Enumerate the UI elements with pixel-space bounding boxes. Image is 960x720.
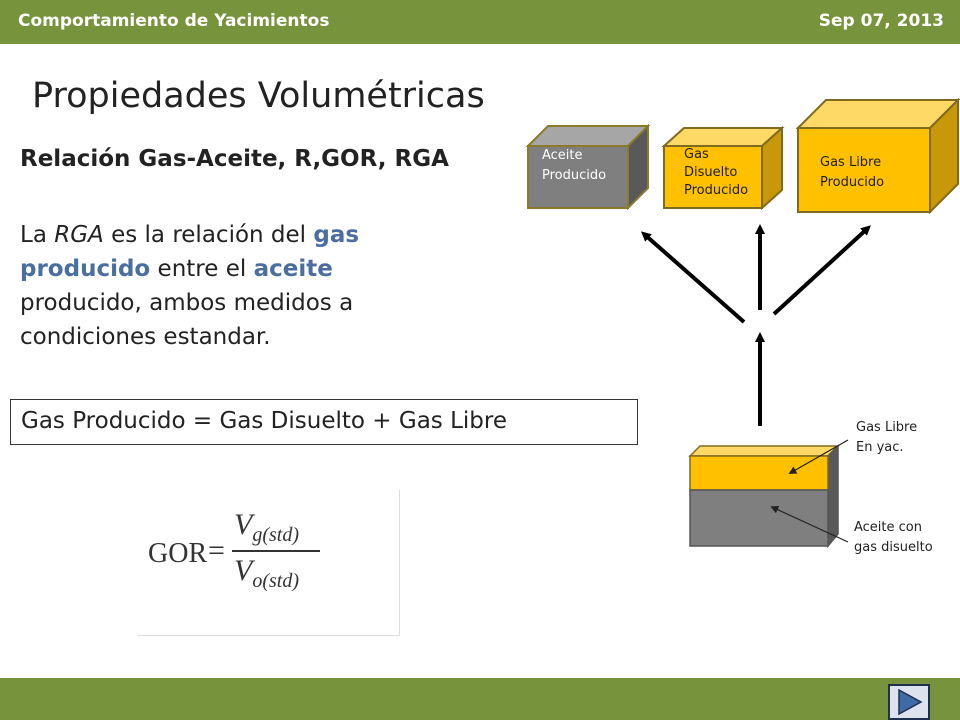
body-text: La RGA es la relación del gas producido … (20, 218, 420, 354)
formula-denominator: Vo(std) (234, 554, 299, 592)
fraction-bar (232, 550, 320, 552)
reservoir-oil-label: Aceite con gas disuelto (854, 520, 933, 555)
slide-date: Sep 07, 2013 (818, 11, 944, 31)
arrow-to-free-gas (772, 225, 871, 316)
body-text-4: producido, ambos medidos a condiciones e… (20, 290, 354, 350)
body-text-1: La (20, 222, 55, 248)
oil-produced-label: Aceite Producido (542, 148, 607, 183)
formula-lhs: GOR (148, 538, 208, 569)
reservoir-gas-label: Gas Libre En yac. (856, 420, 918, 455)
header-bar: Comportamiento de Yacimientos Sep 07, 20… (0, 0, 960, 44)
course-title: Comportamiento de Yacimientos (18, 11, 330, 31)
play-next-icon (898, 688, 923, 716)
next-slide-button[interactable] (888, 684, 930, 720)
highlight-aceite: aceite (253, 256, 333, 282)
dissolved-gas-label: Gas Disuelto Producido (684, 147, 749, 198)
highlight-gas-producido: gas producido (20, 222, 360, 282)
callout-oil (770, 506, 849, 543)
arrow-to-oil (640, 231, 746, 324)
reservoir-block (688, 444, 840, 549)
free-gas-label: Gas Libre Producido (820, 155, 885, 190)
body-text-2: es la relación del (103, 222, 314, 248)
page-title: Propiedades Volumétricas (32, 76, 485, 116)
section-subtitle: Relación Gas-Aceite, R,GOR, RGA (20, 146, 449, 172)
equation-box: Gas Producido = Gas Disuelto + Gas Libre (10, 399, 638, 445)
rga-term: RGA (54, 222, 104, 248)
free-gas-box (795, 97, 960, 215)
body-text-3: entre el (150, 256, 254, 282)
equation-text: Gas Producido = Gas Disuelto + Gas Libre (21, 408, 507, 434)
dissolved-gas-box (661, 125, 785, 211)
formula-numerator: Vg(std) (234, 508, 299, 546)
oil-produced-box (525, 123, 651, 211)
callout-free-gas (788, 439, 849, 474)
gor-formula: GOR = Vg(std) Vo(std) (138, 490, 400, 636)
formula-equals: = (208, 534, 225, 567)
footer-bar (0, 678, 960, 720)
